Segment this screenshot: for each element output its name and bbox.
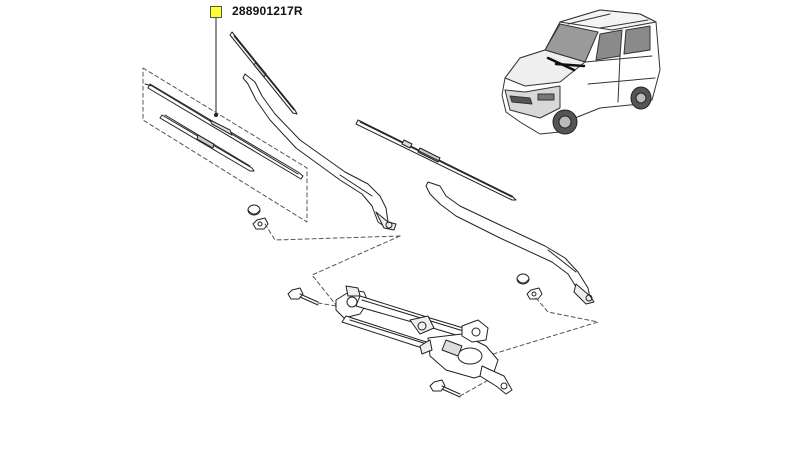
linkage-bolt-bottom[interactable]: [429, 379, 461, 398]
arm-nut-left[interactable]: [252, 217, 269, 230]
wiper-linkage-motor[interactable]: [335, 285, 513, 395]
part-number-label[interactable]: 288901217R: [232, 4, 303, 18]
arm-cap-left[interactable]: [247, 204, 261, 216]
leader-left-arm-to-linkage: [264, 223, 401, 241]
linkage-bolt-left[interactable]: [287, 287, 319, 306]
wiper-blade-upper[interactable]: [229, 31, 298, 115]
arm-nut-right[interactable]: [526, 287, 543, 300]
callout-leader-dot: [214, 113, 218, 117]
leader-bolt-left: [317, 302, 337, 307]
vehicle-locator-van: [501, 9, 661, 135]
wiper-blade-refill[interactable]: [159, 114, 255, 172]
leader-bolt-bottom: [459, 377, 493, 397]
left-blade-group-outline: [142, 67, 308, 223]
arm-cap-right[interactable]: [516, 273, 530, 285]
wiper-blade-assembly-left[interactable]: [144, 83, 304, 180]
wiper-arm-right[interactable]: [425, 181, 595, 305]
leader-left-pivot-to-mechanism: [311, 235, 401, 306]
wiper-arm-left[interactable]: [242, 73, 397, 231]
leader-right-arm-to-mechanism: [479, 297, 599, 359]
wiper-blade-right[interactable]: [355, 119, 517, 201]
